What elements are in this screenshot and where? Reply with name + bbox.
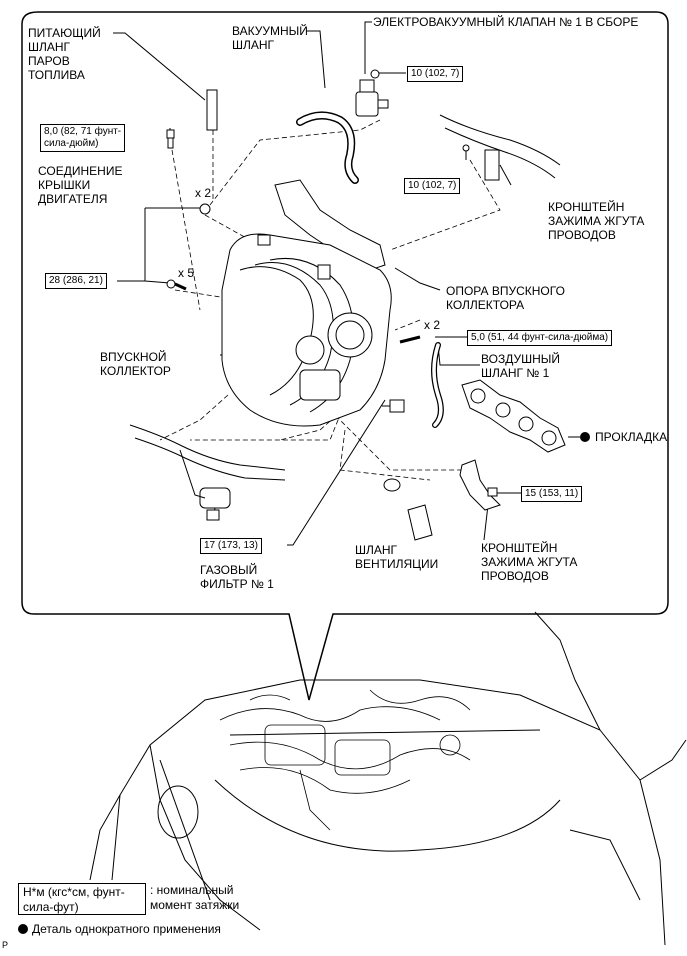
engine-bay-sketch [219, 689, 471, 831]
quantity-studs: x 2 [424, 318, 441, 332]
filled-dot-icon [18, 924, 28, 934]
torque-gas-filter: 17 (173, 13) [200, 538, 262, 554]
harness-bracket-upper-part [439, 114, 561, 181]
car-outline [89, 611, 687, 946]
torque-vsv: 10 (102, 7) [407, 66, 464, 82]
gas-filter-part [382, 399, 405, 413]
manifold-stay-part [274, 179, 386, 271]
detail-frame [21, 11, 669, 701]
torque-bracket-lower: 15 (153, 11) [521, 486, 583, 502]
left-harness-part [129, 424, 286, 521]
corner-mark: P [2, 940, 9, 950]
leader-lines [113, 21, 580, 546]
gasket-part [461, 379, 566, 453]
torque-cover: 8,0 (82, 71 фунт-сила-дюйм) [40, 124, 126, 152]
cover-bolt-part [166, 129, 175, 149]
fuel-vapor-hose-part [206, 89, 218, 131]
legend-unit-box: Н*м (кгс*см, фунт-сила-фут) [18, 883, 146, 915]
ventilation-hose-part [407, 504, 433, 541]
torque-air-hose: 5,0 (51, 44 фунт-сила-дюйма) [467, 330, 613, 346]
harness-bracket-lower-part [459, 459, 501, 511]
gasket-single-use-dot [580, 432, 590, 442]
legend-single-use: Деталь однократного применения [18, 922, 221, 936]
quantity-nuts: x 2 [195, 186, 212, 200]
nut-parts [166, 203, 211, 291]
stud-part [399, 335, 421, 344]
vsv-valve-part [355, 69, 389, 117]
torque-bracket-upper: 10 (102, 7) [404, 178, 461, 194]
torque-manifold-nut: 28 (286, 21) [45, 273, 107, 289]
legend-single-use-text: Деталь однократного применения [32, 922, 221, 936]
quantity-bolts: x 5 [178, 266, 195, 280]
intake-manifold-part [221, 233, 392, 427]
label-gasket: ПРОКЛАДКА [595, 430, 668, 444]
label-vsv-assembly: ЭЛЕКТРОВАКУУМНЫЙ КЛАПАН № 1 В СБОРЕ [373, 15, 639, 29]
clip-part [383, 478, 401, 492]
